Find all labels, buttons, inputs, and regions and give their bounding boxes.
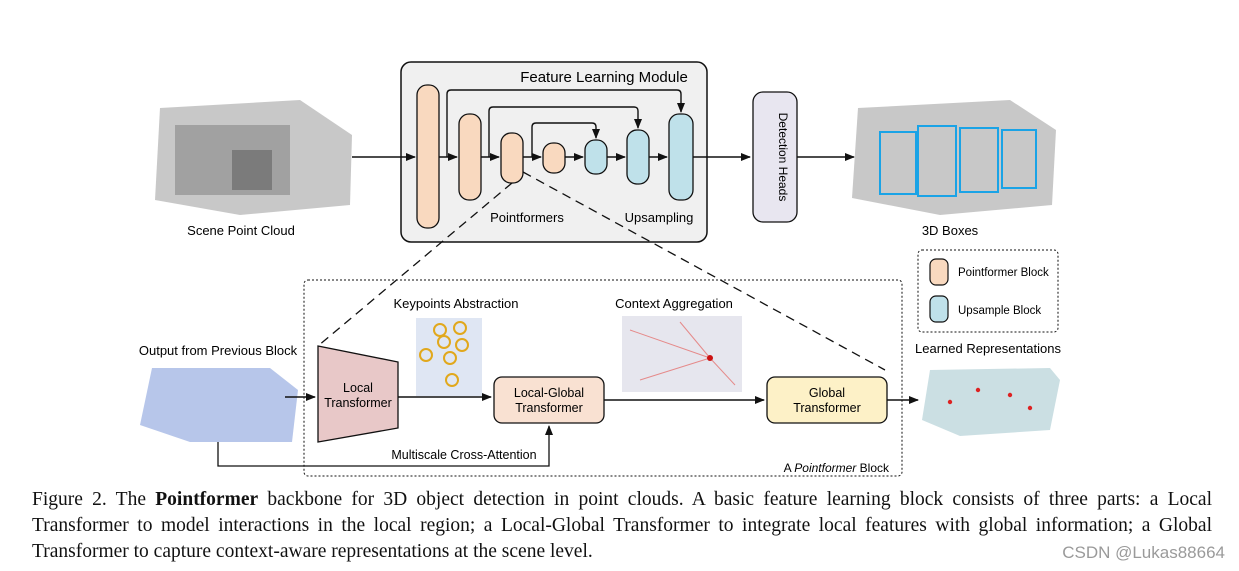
pointformer-bar-1 bbox=[416, 84, 440, 229]
multiscale-cross-attention-label: Multiscale Cross-Attention bbox=[391, 448, 536, 462]
keypoints-abstraction-label: Keypoints Abstraction bbox=[393, 296, 518, 311]
upsample-bar-1 bbox=[584, 139, 608, 175]
detection-heads-label: Detection Heads bbox=[776, 113, 790, 202]
context-aggregation-label: Context Aggregation bbox=[615, 296, 733, 311]
local-transformer-label-line2: Transformer bbox=[324, 396, 392, 410]
upsample-bar-3 bbox=[668, 113, 694, 201]
pointformer-bar-3 bbox=[500, 132, 524, 184]
feature-learning-module-title: Feature Learning Module bbox=[520, 69, 688, 86]
legend-box bbox=[917, 249, 1059, 333]
global-transformer-box bbox=[766, 376, 888, 424]
local-global-transformer-box bbox=[493, 376, 605, 424]
legend-pointformer-label: Pointformer Block bbox=[958, 267, 1049, 279]
upsample-bar-2 bbox=[626, 129, 650, 185]
pointformer-block-caption: A Pointformer Block bbox=[784, 461, 890, 475]
previous-output-point-cloud-image bbox=[140, 368, 298, 442]
figure-caption: Figure 2. The Pointformer backbone for 3… bbox=[32, 487, 1212, 565]
pointformer-diagram: Feature Learning Module Pointformers Ups… bbox=[139, 61, 1061, 477]
learned-representations-label: Learned Representations bbox=[915, 341, 1061, 356]
pointformer-bar-4 bbox=[542, 142, 566, 174]
pointformer-block-box bbox=[303, 279, 903, 477]
local-global-transformer-label-line2: Transformer bbox=[515, 401, 583, 415]
output-previous-block-label: Output from Previous Block bbox=[139, 343, 298, 358]
legend-upsample-swatch bbox=[929, 295, 949, 323]
learned-representations-point-cloud-image bbox=[922, 368, 1060, 436]
boxes-point-cloud-image bbox=[852, 100, 1056, 215]
3d-boxes-label: 3D Boxes bbox=[922, 223, 979, 238]
legend-pointformer-swatch bbox=[929, 258, 949, 286]
context-aggregation-image bbox=[622, 316, 742, 392]
figure-caption-label: Figure 2. The bbox=[32, 489, 156, 510]
global-transformer-label-line2: Transformer bbox=[793, 401, 861, 415]
figure-caption-bold-term: Pointformer bbox=[155, 489, 259, 510]
figure-caption-text: backbone for 3D object detection in poin… bbox=[32, 489, 1212, 562]
pointformers-label: Pointformers bbox=[490, 210, 564, 225]
local-transformer-box bbox=[317, 345, 399, 443]
global-transformer-label-line1: Global bbox=[809, 386, 845, 400]
local-transformer-label-line1: Local bbox=[343, 381, 373, 395]
watermark: CSDN @Lukas88664 bbox=[1062, 543, 1225, 562]
keypoints-abstraction-image bbox=[416, 318, 482, 396]
scene-point-cloud-image bbox=[155, 100, 352, 215]
scene-point-cloud-label: Scene Point Cloud bbox=[187, 223, 295, 238]
legend-upsample-label: Upsample Block bbox=[958, 305, 1041, 317]
local-global-transformer-label-line1: Local-Global bbox=[514, 386, 584, 400]
pointformer-bar-2 bbox=[458, 113, 482, 201]
upsampling-label: Upsampling bbox=[625, 210, 694, 225]
